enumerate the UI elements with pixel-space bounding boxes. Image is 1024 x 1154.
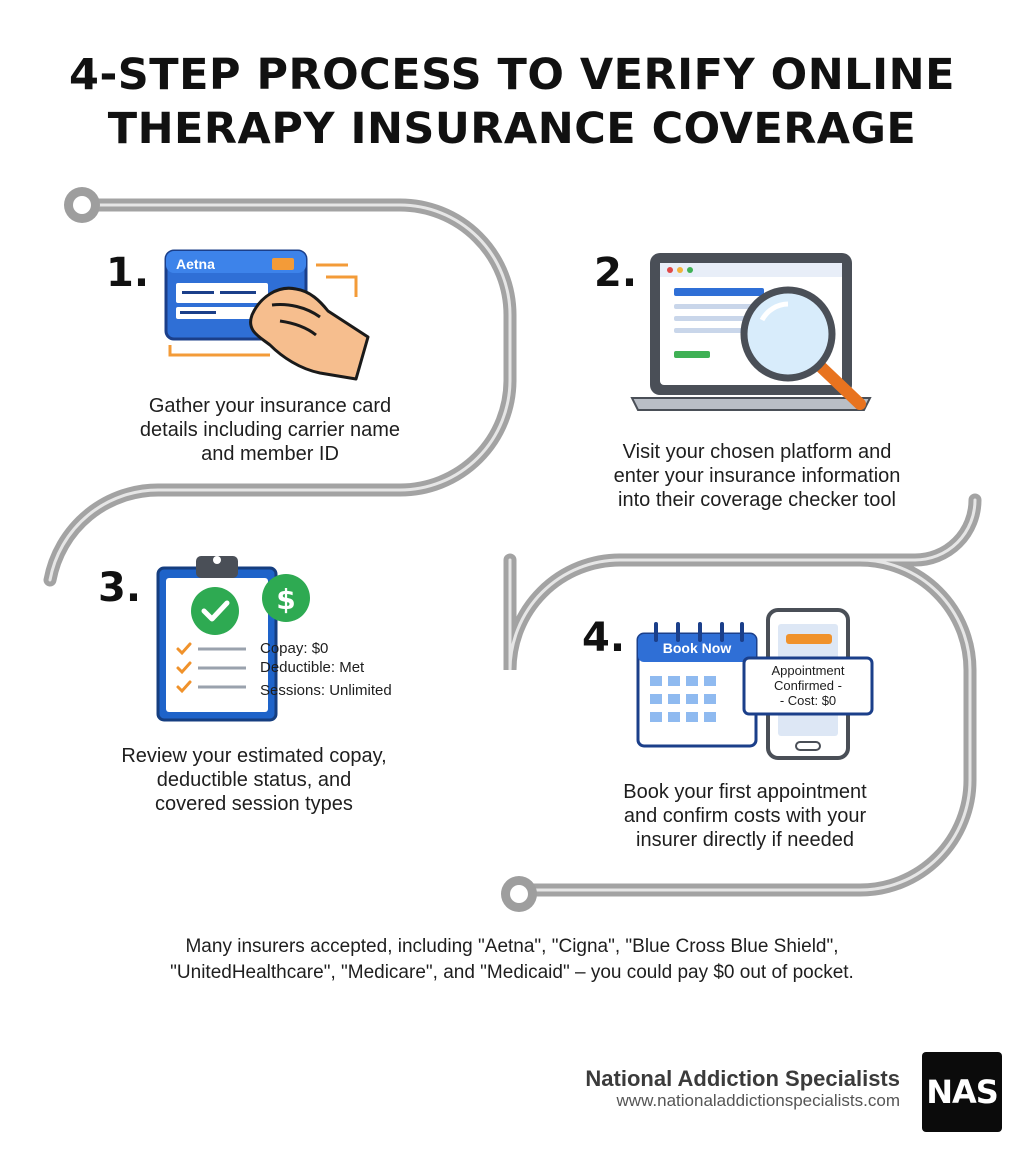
step-1-line-2: details including carrier name (139, 419, 401, 441)
step-2-line-3: into their coverage checker tool (618, 489, 896, 511)
title-line-2: THERAPY INSURANCE COVERAGE (107, 104, 917, 154)
brand-name: National Addiction Specialists (585, 1066, 900, 1091)
checkmark-icon (191, 587, 239, 635)
step-3-line-1: Review your estimated copay, (121, 745, 387, 767)
footnote-line-2: "UnitedHealthcare", "Medicare", and "Med… (170, 962, 854, 983)
footnote-line-1: Many insurers accepted, including "Aetna… (185, 936, 839, 957)
step-1-illustration: Aetna (164, 249, 370, 381)
step-1-number: 1. (106, 250, 150, 296)
step-4-line-1: Book your first appointment (623, 781, 867, 803)
title-line-1: 4-STEP PROCESS TO VERIFY ONLINE (69, 50, 955, 100)
hand-icon (249, 286, 370, 381)
svg-text:Confirmed -: Confirmed - (774, 678, 842, 693)
calendar-icon: Book Now (636, 622, 758, 748)
step-3-illustration: $ Copay: $0 Deductible: Met Sessions: Un… (156, 556, 392, 722)
step-2-number: 2. (594, 250, 638, 296)
step-4-number: 4. (582, 615, 626, 661)
confirmation-card (742, 656, 874, 716)
step-4-illustration: Book Now Appointment Confirmed - - Cost:… (636, 608, 874, 760)
step-3-number: 3. (98, 565, 142, 611)
svg-text:Book Now: Book Now (663, 640, 732, 656)
step-2-line-2: enter your insurance information (613, 465, 901, 487)
brand-url[interactable]: www.nationaladdictionspecialists.com (616, 1091, 900, 1110)
step-2-line-1: Visit your chosen platform and (622, 441, 892, 463)
step-3-line-3: covered session types (155, 793, 353, 815)
step-3-line-2: deductible status, and (156, 769, 352, 791)
step-1-line-1: Gather your insurance card (148, 395, 392, 417)
brand-logo: NAS (922, 1052, 1002, 1132)
step-4-description: Book your first appointment and confirm … (570, 780, 920, 852)
svg-text:Aetna: Aetna (176, 256, 215, 272)
step-3-description: Review your estimated copay, deductible … (74, 744, 434, 816)
checklist-sessions: Sessions: Unlimited (260, 682, 392, 699)
step-1-description: Gather your insurance card details inclu… (90, 394, 450, 466)
checklist-copay: Copay: $0 (260, 640, 328, 657)
step-4-line-3: insurer directly if needed (636, 829, 854, 851)
step-2-illustration (630, 253, 872, 411)
dollar-icon: $ (262, 574, 310, 622)
svg-text:Appointment: Appointment (772, 663, 845, 678)
step-1-line-3: and member ID (201, 443, 339, 465)
insurers-footnote: Many insurers accepted, including "Aetna… (0, 934, 1024, 986)
page-title: 4-STEP PROCESS TO VERIFY ONLINE THERAPY … (0, 48, 1024, 156)
magnifier-icon (740, 286, 866, 410)
checklist-deductible: Deductible: Met (260, 659, 365, 676)
step-2-description: Visit your chosen platform and enter you… (577, 440, 937, 512)
step-4-line-2: and confirm costs with your (623, 805, 867, 827)
svg-text:- Cost: $0: - Cost: $0 (780, 693, 836, 708)
clipboard-icon (156, 556, 278, 722)
svg-text:$: $ (276, 583, 295, 616)
